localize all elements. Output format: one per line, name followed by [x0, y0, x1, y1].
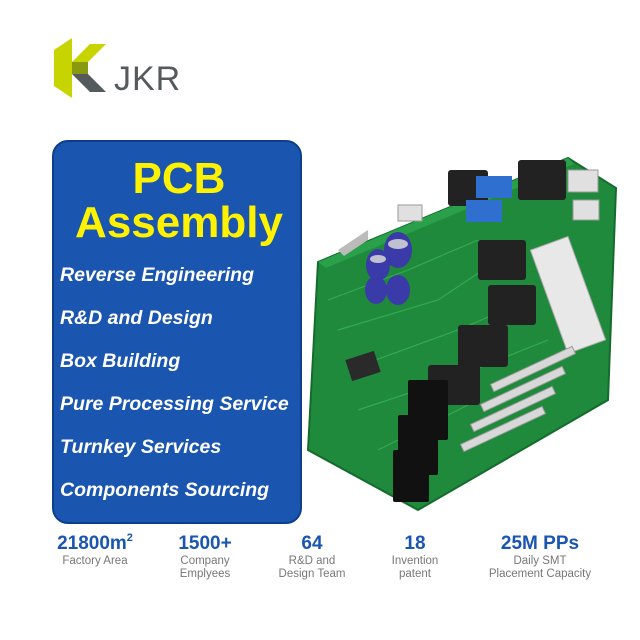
brand-logo[interactable]: JKR	[52, 36, 182, 100]
stat-value: 1500+	[178, 533, 232, 554]
stat-factory-area: 21800m2 Factory Area	[40, 532, 150, 568]
stat-value: 25M PPs	[500, 533, 580, 554]
stat-label: Company Emplyees	[179, 555, 231, 580]
stat-patents: 18 Invention patent	[370, 533, 460, 581]
stat-label: Daily SMT Placement Capacity	[488, 555, 592, 580]
service-item: Box Building	[60, 350, 181, 372]
service-item: R&D and Design	[60, 307, 213, 329]
stat-employees: 1500+ Company Emplyees	[160, 533, 250, 581]
logo-text: JKR	[114, 60, 182, 98]
stat-value: 64	[301, 533, 323, 554]
stat-label: Factory Area	[62, 555, 128, 567]
stat-value: 18	[404, 533, 426, 554]
stat-rd-team: 64 R&D and Design Team	[262, 533, 362, 581]
stat-smt-capacity: 25M PPs Daily SMT Placement Capacity	[478, 533, 602, 581]
service-item: Pure Processing Service	[60, 393, 289, 415]
service-item: Reverse Engineering	[60, 264, 254, 286]
services-panel: PCB Assembly Reverse Engineering R&D and…	[52, 140, 302, 524]
stats-row: 21800m2 Factory Area 1500+ Company Emply…	[0, 532, 640, 593]
panel-title-line2: Assembly	[75, 198, 283, 247]
panel-title-line1: PCB	[132, 154, 226, 203]
stat-label: Invention patent	[391, 555, 439, 580]
pcb-board-image	[306, 156, 618, 512]
services-list: Reverse Engineering R&D and Design Box B…	[60, 264, 360, 522]
service-item: Components Sourcing	[60, 479, 270, 501]
jkr-logo-mark-icon	[54, 38, 106, 98]
stat-label: R&D and Design Team	[278, 555, 346, 580]
stat-value: 21800m2	[57, 532, 133, 554]
service-item: Turnkey Services	[60, 436, 222, 458]
